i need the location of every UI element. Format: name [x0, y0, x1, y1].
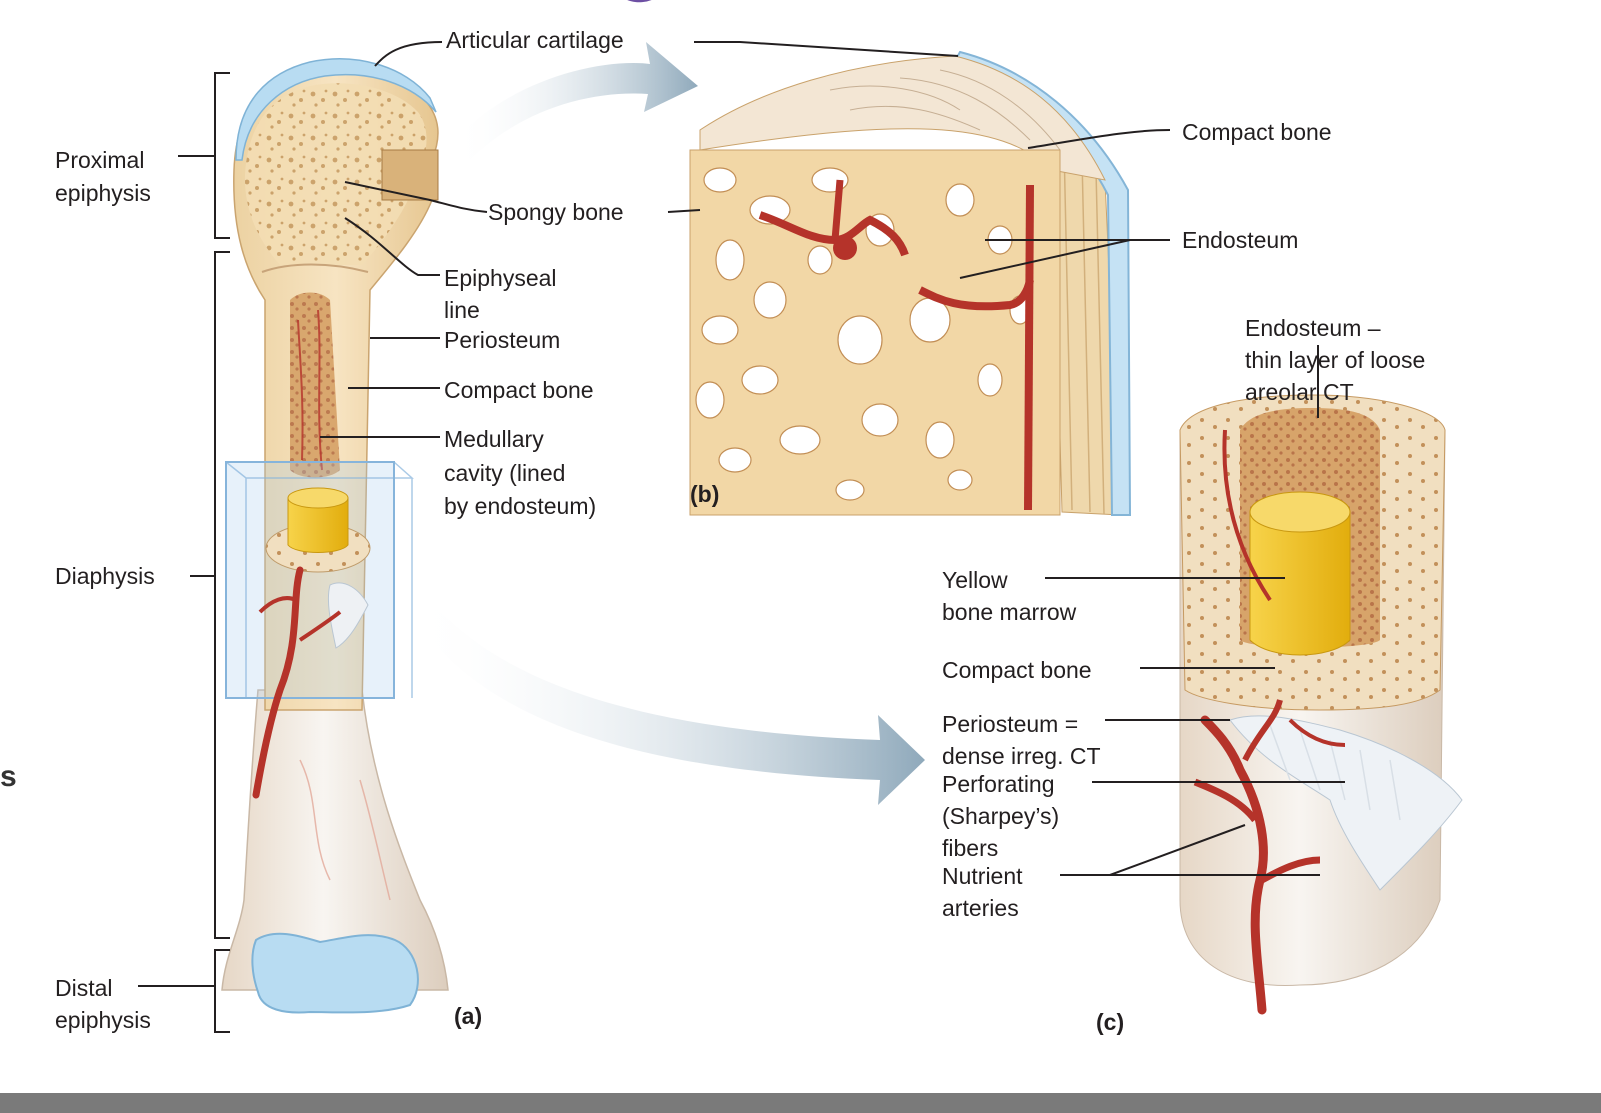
label-distal-epiphysis-2: epiphysis	[55, 1007, 151, 1033]
label-medullary-cavity-2: cavity (lined	[444, 460, 566, 486]
label-medullary-cavity-1: Medullary	[444, 426, 544, 452]
label-nutrient-arteries-2: arteries	[942, 895, 1019, 921]
label-spongy-bone: Spongy bone	[488, 199, 624, 225]
bottom-border-bar	[0, 1093, 1601, 1113]
label-perforating-fibers-3: fibers	[942, 835, 999, 861]
label-medullary-cavity-3: by endosteum)	[444, 493, 597, 519]
label-endosteum-b: Endosteum	[1182, 227, 1299, 253]
label-compact-bone-c: Compact bone	[942, 657, 1092, 683]
label-epiphyseal-line-2: line	[444, 297, 480, 323]
label-periosteum-a: Periosteum	[444, 327, 561, 353]
label-perforating-fibers-2: (Sharpey’s)	[942, 803, 1060, 829]
panel-label-a: (a)	[454, 1003, 483, 1029]
cropped-title-fragment	[627, 0, 652, 3]
label-yellow-marrow-2: bone marrow	[942, 599, 1077, 625]
label-periosteum-c-2: dense irreg. CT	[942, 743, 1101, 769]
label-diaphysis: Diaphysis	[55, 563, 155, 589]
label-periosteum-c-1: Periosteum =	[942, 711, 1079, 737]
long-bone-illustration	[221, 58, 449, 1014]
arrow-to-panel-c	[410, 585, 925, 805]
label-distal-epiphysis-1: Distal	[55, 975, 113, 1001]
label-perforating-fibers-1: Perforating	[942, 771, 1055, 797]
shaft-cross-section	[1179, 394, 1463, 1015]
label-proximal-epiphysis-line2: epiphysis	[55, 180, 151, 206]
leader-lines	[138, 41, 1345, 1033]
label-compact-bone-b: Compact bone	[1182, 119, 1332, 145]
arrow-to-panel-b	[455, 42, 698, 160]
label-endosteum-c-2: thin layer of loose	[1245, 347, 1426, 373]
panel-label-b: (b)	[690, 481, 720, 507]
label-yellow-marrow-1: Yellow	[942, 567, 1008, 593]
spongy-bone-block	[689, 50, 1132, 516]
label-proximal-epiphysis-line1: Proximal	[55, 147, 145, 173]
label-epiphyseal-line-1: Epiphyseal	[444, 265, 557, 291]
label-compact-bone-a: Compact bone	[444, 377, 594, 403]
cropped-side-letter: s	[0, 760, 17, 793]
label-articular-cartilage: Articular cartilage	[446, 27, 624, 53]
label-endosteum-c-3: areolar CT	[1245, 379, 1354, 405]
label-nutrient-arteries-1: Nutrient	[942, 863, 1023, 889]
panel-label-c: (c)	[1096, 1009, 1125, 1035]
label-endosteum-c-1: Endosteum –	[1245, 315, 1381, 341]
